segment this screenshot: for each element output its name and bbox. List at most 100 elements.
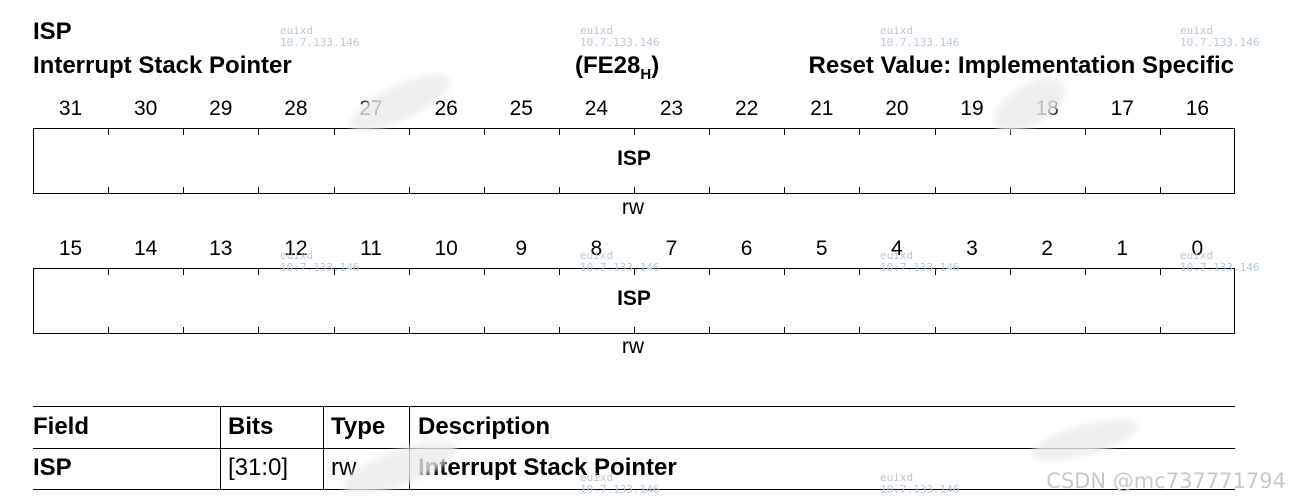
bit-tick-mark [258, 129, 259, 135]
bit-tick-mark [409, 269, 410, 275]
smudge-decoration [1027, 411, 1143, 469]
bit-number: 15 [58, 237, 83, 260]
bit-number: 31 [58, 97, 83, 120]
register-short-name: ISP [33, 18, 72, 45]
bit-tick-mark [409, 129, 410, 135]
bit-tick-mark [183, 129, 184, 135]
bit-tick-mark [409, 327, 410, 333]
table-top-border [33, 406, 1235, 407]
bit-tick-mark [784, 269, 785, 275]
bit-tick-mark [1160, 129, 1161, 135]
bit-tick-mark [484, 129, 485, 135]
table-header-description: Description [418, 413, 551, 440]
bit-number: 0 [1191, 237, 1204, 260]
bit-tick-mark [1085, 129, 1086, 135]
bit-tick-mark [559, 187, 560, 193]
bit-tick-mark [634, 129, 635, 135]
csdn-credit-watermark: CSDN @mc737771794 [1046, 469, 1286, 493]
bit-tick-mark [1160, 269, 1161, 275]
bit-number: 16 [1185, 97, 1210, 120]
bit-tick-mark [859, 327, 860, 333]
bit-tick-mark [484, 187, 485, 193]
bit-number: 8 [590, 237, 603, 260]
bit-tick-mark [1085, 269, 1086, 275]
table-header-separator [33, 448, 1235, 449]
bit-number: 26 [434, 97, 458, 120]
bit-tick-mark [559, 129, 560, 135]
table-header-type: Type [331, 413, 386, 440]
bit-number: 1 [1116, 237, 1129, 260]
upper-register-box: ISP [33, 128, 1235, 194]
address-close: ) [651, 52, 660, 79]
bit-tick-mark [258, 269, 259, 275]
bit-tick-mark [334, 187, 335, 193]
bit-tick-mark [559, 269, 560, 275]
bit-tick-mark [183, 327, 184, 333]
bit-tick-mark [108, 269, 109, 275]
table-cell-bits: [31:0] [228, 454, 289, 481]
bit-number: 23 [659, 97, 684, 120]
bit-number: 7 [665, 237, 678, 260]
bit-number: 13 [209, 237, 233, 260]
bit-number: 20 [885, 97, 909, 120]
lower-register-box: ISP [33, 268, 1235, 334]
bit-tick-mark [1010, 327, 1011, 333]
bit-number: 6 [740, 237, 753, 260]
bit-tick-mark [935, 269, 936, 275]
bit-number: 17 [1110, 97, 1134, 120]
bit-tick-mark [334, 129, 335, 135]
table-cell-field: ISP [33, 454, 72, 481]
bit-tick-mark [859, 129, 860, 135]
bit-tick-mark [859, 187, 860, 193]
bit-tick-mark [1160, 187, 1161, 193]
bit-number: 4 [891, 237, 903, 260]
address-value: (FE28 [575, 52, 641, 79]
bit-tick-mark [935, 129, 936, 135]
bit-tick-mark [784, 129, 785, 135]
bit-tick-mark [108, 129, 109, 135]
register-long-name: Interrupt Stack Pointer [33, 52, 292, 79]
bit-tick-mark [935, 327, 936, 333]
bit-tick-mark [935, 187, 936, 193]
bit-number: 22 [734, 97, 759, 120]
bit-tick-mark [1085, 327, 1086, 333]
lower-access-type: rw [621, 335, 645, 358]
bit-tick-mark [709, 327, 710, 333]
bit-number: 29 [209, 97, 233, 120]
bit-tick-mark [859, 269, 860, 275]
bit-number: 30 [133, 97, 158, 120]
bit-tick-mark [1010, 269, 1011, 275]
register-address: (FE28H) [575, 52, 659, 89]
bit-tick-mark [484, 269, 485, 275]
bit-tick-mark [709, 269, 710, 275]
bit-number: 14 [133, 237, 158, 260]
upper-field-label: ISP [617, 147, 651, 170]
bit-tick-mark [1085, 187, 1086, 193]
bit-number: 9 [515, 237, 528, 260]
bit-tick-mark [183, 269, 184, 275]
bit-number: 12 [284, 237, 308, 260]
bit-number: 5 [815, 237, 828, 260]
bit-tick-mark [258, 327, 259, 333]
bit-tick-mark [709, 129, 710, 135]
bit-number: 11 [360, 237, 382, 260]
bit-tick-mark [1160, 327, 1161, 333]
bit-tick-mark [634, 327, 635, 333]
address-subscript: H [640, 65, 652, 83]
bit-number: 3 [966, 237, 978, 260]
bit-number: 19 [960, 97, 984, 120]
bit-tick-mark [634, 269, 635, 275]
bit-number: 10 [434, 237, 458, 260]
bit-tick-mark [334, 327, 335, 333]
bit-tick-mark [108, 327, 109, 333]
bit-number: 2 [1041, 237, 1053, 260]
reset-value: Reset Value: Implementation Specific [808, 52, 1234, 79]
